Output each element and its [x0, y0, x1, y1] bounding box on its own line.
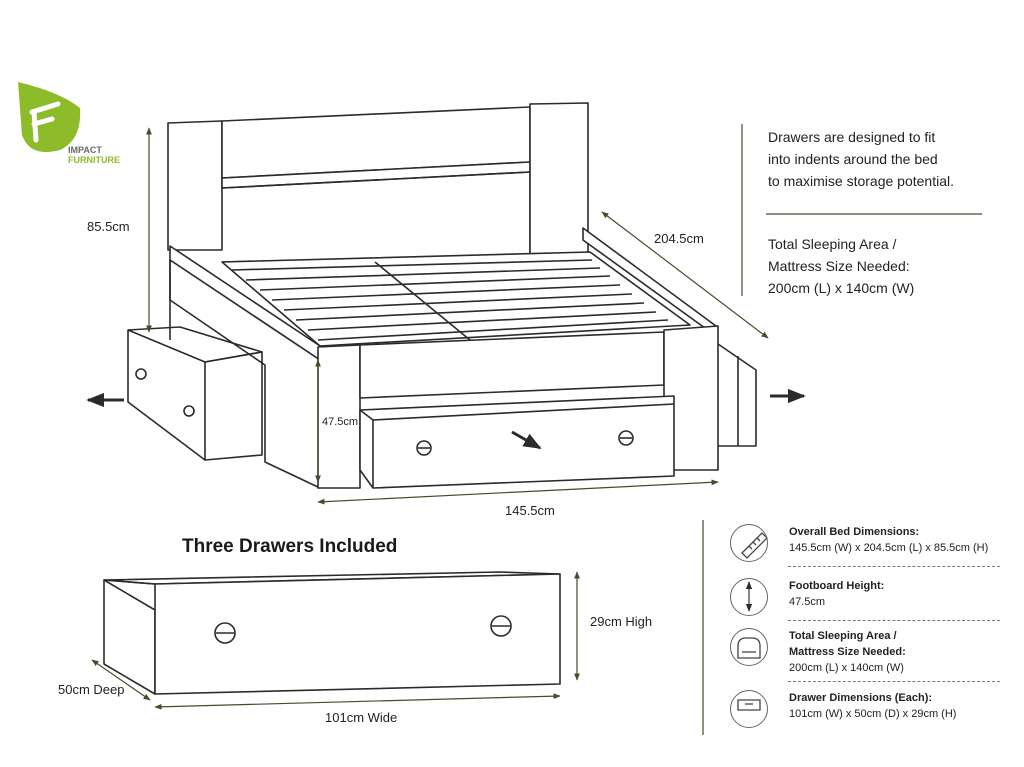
logo	[18, 82, 81, 153]
length-label: 204.5cm	[654, 231, 704, 246]
height-arrow-icon	[730, 578, 768, 616]
spec-title: Drawer Dimensions (Each):	[789, 692, 933, 704]
sleeping-note: Total Sleeping Area / Mattress Size Need…	[768, 233, 914, 299]
brand-line-1: IMPACT	[68, 145, 102, 155]
sleeping-note-line: Total Sleeping Area /	[768, 236, 897, 252]
drawer-icon	[730, 690, 768, 728]
width-label: 145.5cm	[505, 503, 555, 518]
drawer-note: Drawers are designed to fit into indents…	[768, 126, 954, 192]
ruler-icon	[730, 524, 768, 562]
spec-title-line-2: Mattress Size Needed:	[789, 646, 906, 658]
spec-title: Footboard Height:	[789, 580, 885, 592]
drawer-note-line: to maximise storage potential.	[768, 173, 954, 189]
bed-lines	[86, 102, 806, 489]
spec-value: 145.5cm (W) x 204.5cm (L) x 85.5cm (H)	[789, 542, 989, 554]
drawer-width-label: 101cm Wide	[325, 710, 398, 725]
drawer-note-line: Drawers are designed to fit	[768, 129, 936, 145]
headboard-height-label: 85.5cm	[87, 219, 130, 234]
drawer-note-line: into indents around the bed	[768, 151, 938, 167]
drawer-depth-label: 50cm Deep	[58, 682, 125, 697]
spec-value: 47.5cm	[789, 596, 826, 608]
spec-title: Total Sleeping Area /	[789, 630, 897, 642]
divider	[788, 681, 1000, 682]
brand-name: IMPACT FURNITURE	[68, 145, 120, 165]
sleeping-note-line: 200cm (L) x 140cm (W)	[768, 280, 915, 296]
footboard-height-label: 47.5cm	[322, 416, 359, 428]
brand-line-2: FURNITURE	[68, 155, 120, 165]
divider	[788, 566, 1000, 567]
drawer-height-label: 29cm High	[590, 614, 653, 629]
drawers-heading: Three Drawers Included	[182, 536, 398, 557]
sleeping-note-line: Mattress Size Needed:	[768, 258, 910, 274]
spec-value: 200cm (L) x 140cm (W)	[789, 662, 904, 674]
spec-title: Overall Bed Dimensions:	[789, 526, 920, 538]
bed-icon	[730, 628, 768, 666]
drawer-drawing	[103, 571, 561, 695]
divider	[788, 620, 1000, 621]
spec-value: 101cm (W) x 50cm (D) x 29cm (H)	[789, 708, 957, 720]
